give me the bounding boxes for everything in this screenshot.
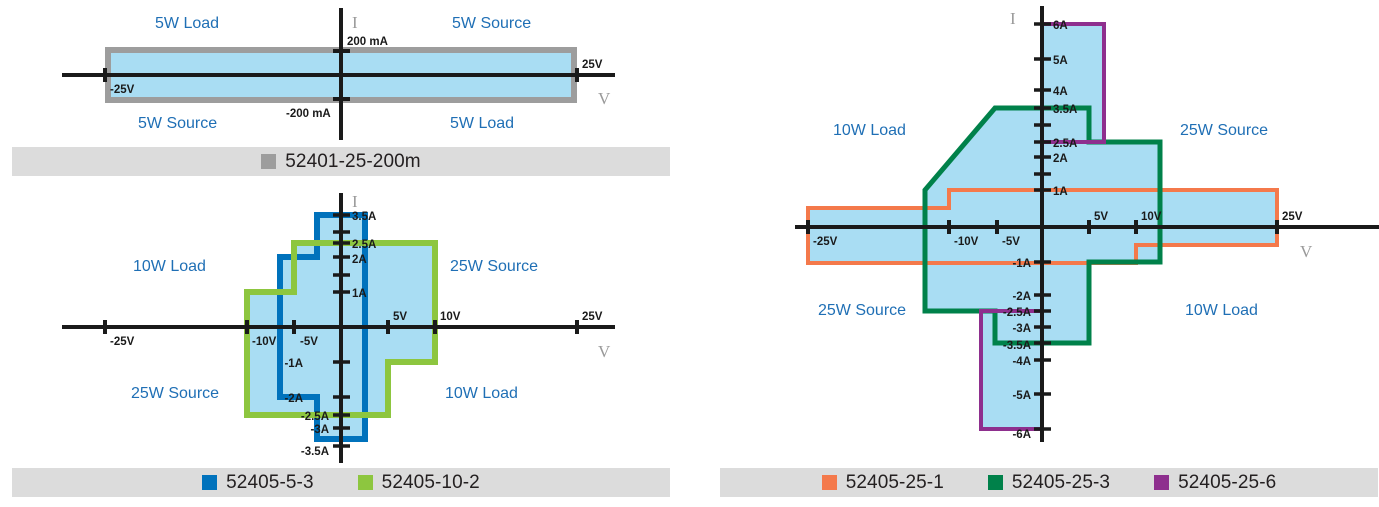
- quadrant-bottom-right: 5W Load: [450, 115, 514, 132]
- legend-swatch-icon: [987, 475, 1003, 490]
- series-outline-52405-10-2: [244, 240, 438, 418]
- x-tick-label-neg10v: -10V: [252, 336, 277, 348]
- legend-item-label: 52401-25-200m: [285, 150, 421, 172]
- y-tick-label-neg3-5a: -3.5A: [1003, 340, 1031, 352]
- y-tick-label-1a: 1A: [352, 288, 367, 300]
- x-tick-label-5v: 5V: [393, 311, 407, 323]
- quadrant-top-right: 25W Source: [450, 258, 538, 275]
- legend-item[interactable]: 52405-25-6: [1154, 472, 1276, 494]
- legend-item[interactable]: 52405-10-2: [357, 471, 480, 494]
- y-axis-name: I: [1010, 9, 1016, 28]
- legend-item-label: 52405-5-3: [226, 471, 314, 493]
- y-tick-label-200ma: 200 mA: [347, 36, 388, 48]
- y-tick-label-neg2-5a: -2.5A: [1003, 307, 1031, 319]
- y-tick-label-neg1a: -1A: [284, 358, 303, 370]
- chart-52405-5-3-10-2: -25V -10V -5V 5V 10V 25V 3.5A 2.5A 2A 1A…: [62, 192, 615, 463]
- quadrant-bottom-right: 10W Load: [445, 385, 518, 402]
- legend-item-label: 52405-10-2: [381, 471, 480, 493]
- x-axis-name: V: [598, 89, 611, 108]
- chart-52401-25-200m: -25V 25V 200 mA -200 mA I V 5W Load 5W S…: [62, 8, 615, 140]
- y-tick-label-3-5a: 3.5A: [1053, 104, 1077, 116]
- x-tick-label-25v: 25V: [1282, 211, 1303, 223]
- x-axis-name: V: [598, 342, 611, 361]
- x-tick-label-25v: 25V: [582, 59, 603, 71]
- x-tick-label-10v: 10V: [1141, 211, 1162, 223]
- legend-item-label: 52405-25-1: [845, 471, 944, 493]
- y-tick-label-2a: 2A: [1053, 153, 1068, 165]
- x-tick-label-10v: 10V: [440, 311, 461, 323]
- y-tick-label-neg3a: -3A: [310, 424, 329, 436]
- y-tick-label-1a: 1A: [1053, 186, 1068, 198]
- legend-item[interactable]: 52405-25-1: [821, 471, 944, 494]
- quadrant-bottom-right: 10W Load: [1185, 302, 1258, 319]
- y-tick-label-6a: 6A: [1053, 20, 1068, 32]
- legend-chart-3: 52405-25-1 52405-25-3 52405-25-6: [720, 468, 1378, 497]
- y-tick-label-4a: 4A: [1053, 86, 1068, 98]
- x-tick-label-neg25v: -25V: [110, 336, 135, 348]
- x-tick-label-neg10v: -10V: [954, 236, 979, 248]
- chart-52405-25-series: -25V -10V -5V 5V 10V 25V 6A 5A 4A 3.5A 2…: [795, 6, 1379, 442]
- y-tick-label-neg3-5a: -3.5A: [301, 446, 329, 458]
- y-tick-label-neg4a: -4A: [1012, 356, 1031, 368]
- x-axis-name: V: [1300, 242, 1313, 261]
- legend-swatch-icon: [357, 475, 373, 490]
- quadrant-top-right: 5W Source: [452, 15, 531, 32]
- y-tick-label-neg6a: -6A: [1012, 429, 1031, 441]
- y-tick-label-neg200ma: -200 mA: [286, 108, 331, 120]
- y-tick-label-2a: 2A: [352, 254, 367, 266]
- quadrant-top-left: 10W Load: [833, 122, 906, 139]
- series-outline-52405-25-1: [806, 188, 1279, 265]
- y-tick-label-3-5a: 3.5A: [352, 211, 376, 223]
- legend-chart-1: 52401-25-200m: [12, 147, 670, 176]
- right-panel: -25V -10V -5V 5V 10V 25V 6A 5A 4A 3.5A 2…: [690, 0, 1379, 507]
- legend-swatch-icon: [821, 475, 837, 490]
- left-panel: -25V 25V 200 mA -200 mA I V 5W Load 5W S…: [12, 8, 670, 497]
- legend-item[interactable]: 52401-25-200m: [261, 150, 421, 173]
- y-axis-name: I: [352, 192, 358, 211]
- y-tick-label-neg1a: -1A: [1012, 258, 1031, 270]
- legend-chart-2: 52405-5-3 52405-10-2: [12, 468, 670, 497]
- x-tick-label-neg25v: -25V: [813, 236, 838, 248]
- y-tick-label-neg3a: -3A: [1012, 323, 1031, 335]
- y-tick-label-5a: 5A: [1053, 55, 1068, 67]
- y-tick-label-neg2a: -2A: [1012, 291, 1031, 303]
- quadrant-top-left: 10W Load: [133, 258, 206, 275]
- y-tick-label-neg2a: -2A: [284, 393, 303, 405]
- y-tick-label-2-5a: 2.5A: [1053, 138, 1077, 150]
- legend-item-label: 52405-25-6: [1178, 471, 1277, 493]
- x-tick-label-25v: 25V: [582, 311, 603, 323]
- x-tick-label-5v: 5V: [1094, 211, 1108, 223]
- legend-swatch-icon: [261, 154, 277, 169]
- legend-item-label: 52405-25-3: [1011, 471, 1111, 493]
- y-tick-label-2-5a: 2.5A: [352, 239, 376, 251]
- quadrant-bottom-left: 25W Source: [131, 385, 219, 402]
- series-fill-52405-25-6: [981, 24, 1104, 429]
- x-tick-label-neg5v: -5V: [300, 336, 318, 348]
- series-outline-52405-25-3: [922, 105, 1163, 346]
- quadrant-top-left: 5W Load: [155, 15, 219, 32]
- y-axis-name: I: [352, 13, 358, 32]
- quadrant-bottom-left: 25W Source: [818, 302, 906, 319]
- legend-swatch-icon: [1154, 475, 1170, 490]
- legend-swatch-icon: [202, 475, 218, 490]
- x-tick-label-neg5v: -5V: [1002, 236, 1020, 248]
- quadrant-top-right: 25W Source: [1180, 122, 1268, 139]
- y-tick-label-neg5a: -5A: [1012, 390, 1031, 402]
- y-tick-label-neg2-5a: -2.5A: [301, 411, 329, 423]
- legend-item[interactable]: 52405-25-3: [987, 471, 1111, 494]
- x-tick-label-neg25v: -25V: [110, 84, 135, 96]
- quadrant-bottom-left: 5W Source: [138, 115, 217, 132]
- legend-item[interactable]: 52405-5-3: [202, 472, 314, 494]
